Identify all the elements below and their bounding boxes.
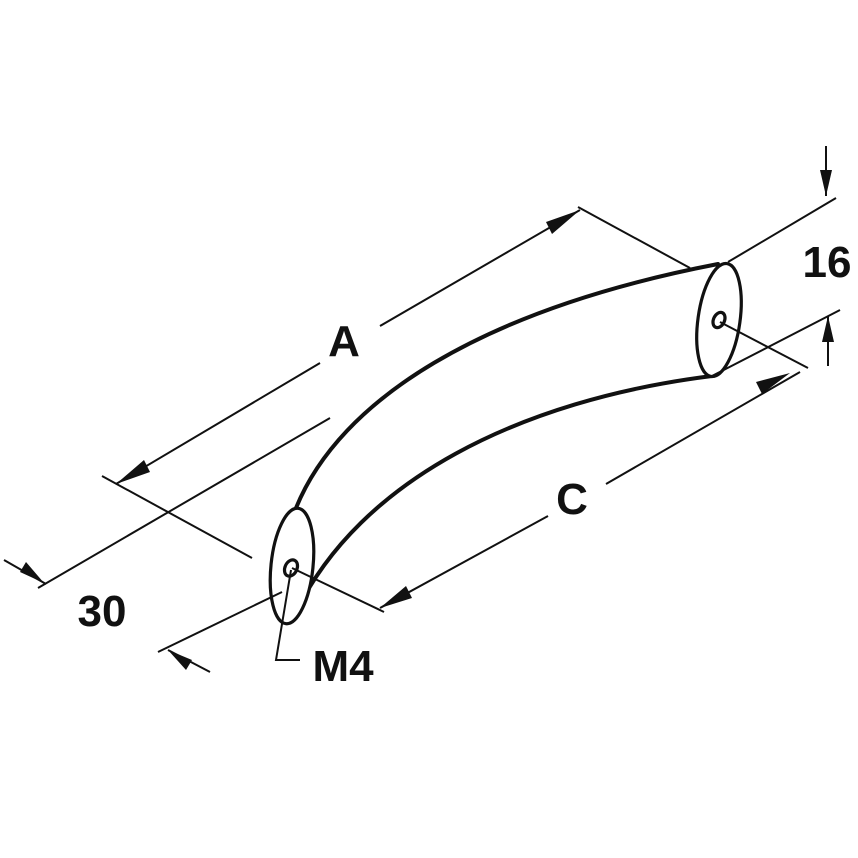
extension-line-16-top bbox=[727, 197, 837, 263]
extension-line-a-left bbox=[101, 475, 253, 559]
label-m4: M4 bbox=[312, 642, 374, 691]
arrow-c-left bbox=[380, 586, 412, 608]
arrow-c-right bbox=[756, 373, 790, 394]
arrow-16-top bbox=[820, 170, 832, 196]
dim-line-a-upper bbox=[115, 362, 321, 485]
leader-line-m4 bbox=[274, 569, 300, 661]
extension-line-c-right bbox=[719, 321, 809, 369]
arrow-30-bottom bbox=[168, 650, 192, 670]
dimension-30 bbox=[3, 417, 331, 673]
label-30: 30 bbox=[78, 587, 127, 636]
dim-line-c-right bbox=[605, 371, 801, 485]
arrow-30-top bbox=[20, 562, 44, 583]
extension-line-30-top bbox=[37, 417, 331, 589]
arrow-a-left bbox=[116, 460, 150, 484]
dimension-c bbox=[291, 321, 809, 613]
extension-line-30-bottom bbox=[157, 591, 283, 653]
extension-line-16-bottom bbox=[711, 309, 841, 377]
extension-line-a-right bbox=[577, 206, 691, 269]
arrow-a-right bbox=[546, 210, 580, 234]
arrow-16-bottom bbox=[822, 316, 834, 342]
dimension-a bbox=[101, 206, 691, 559]
extension-line-c-left bbox=[291, 567, 385, 613]
leader-m4 bbox=[274, 569, 300, 661]
dimension-16 bbox=[711, 146, 841, 377]
dim-line-a-lower bbox=[379, 209, 581, 327]
label-c: C bbox=[556, 475, 588, 524]
label-16: 16 bbox=[803, 238, 852, 287]
label-a: A bbox=[328, 317, 360, 366]
